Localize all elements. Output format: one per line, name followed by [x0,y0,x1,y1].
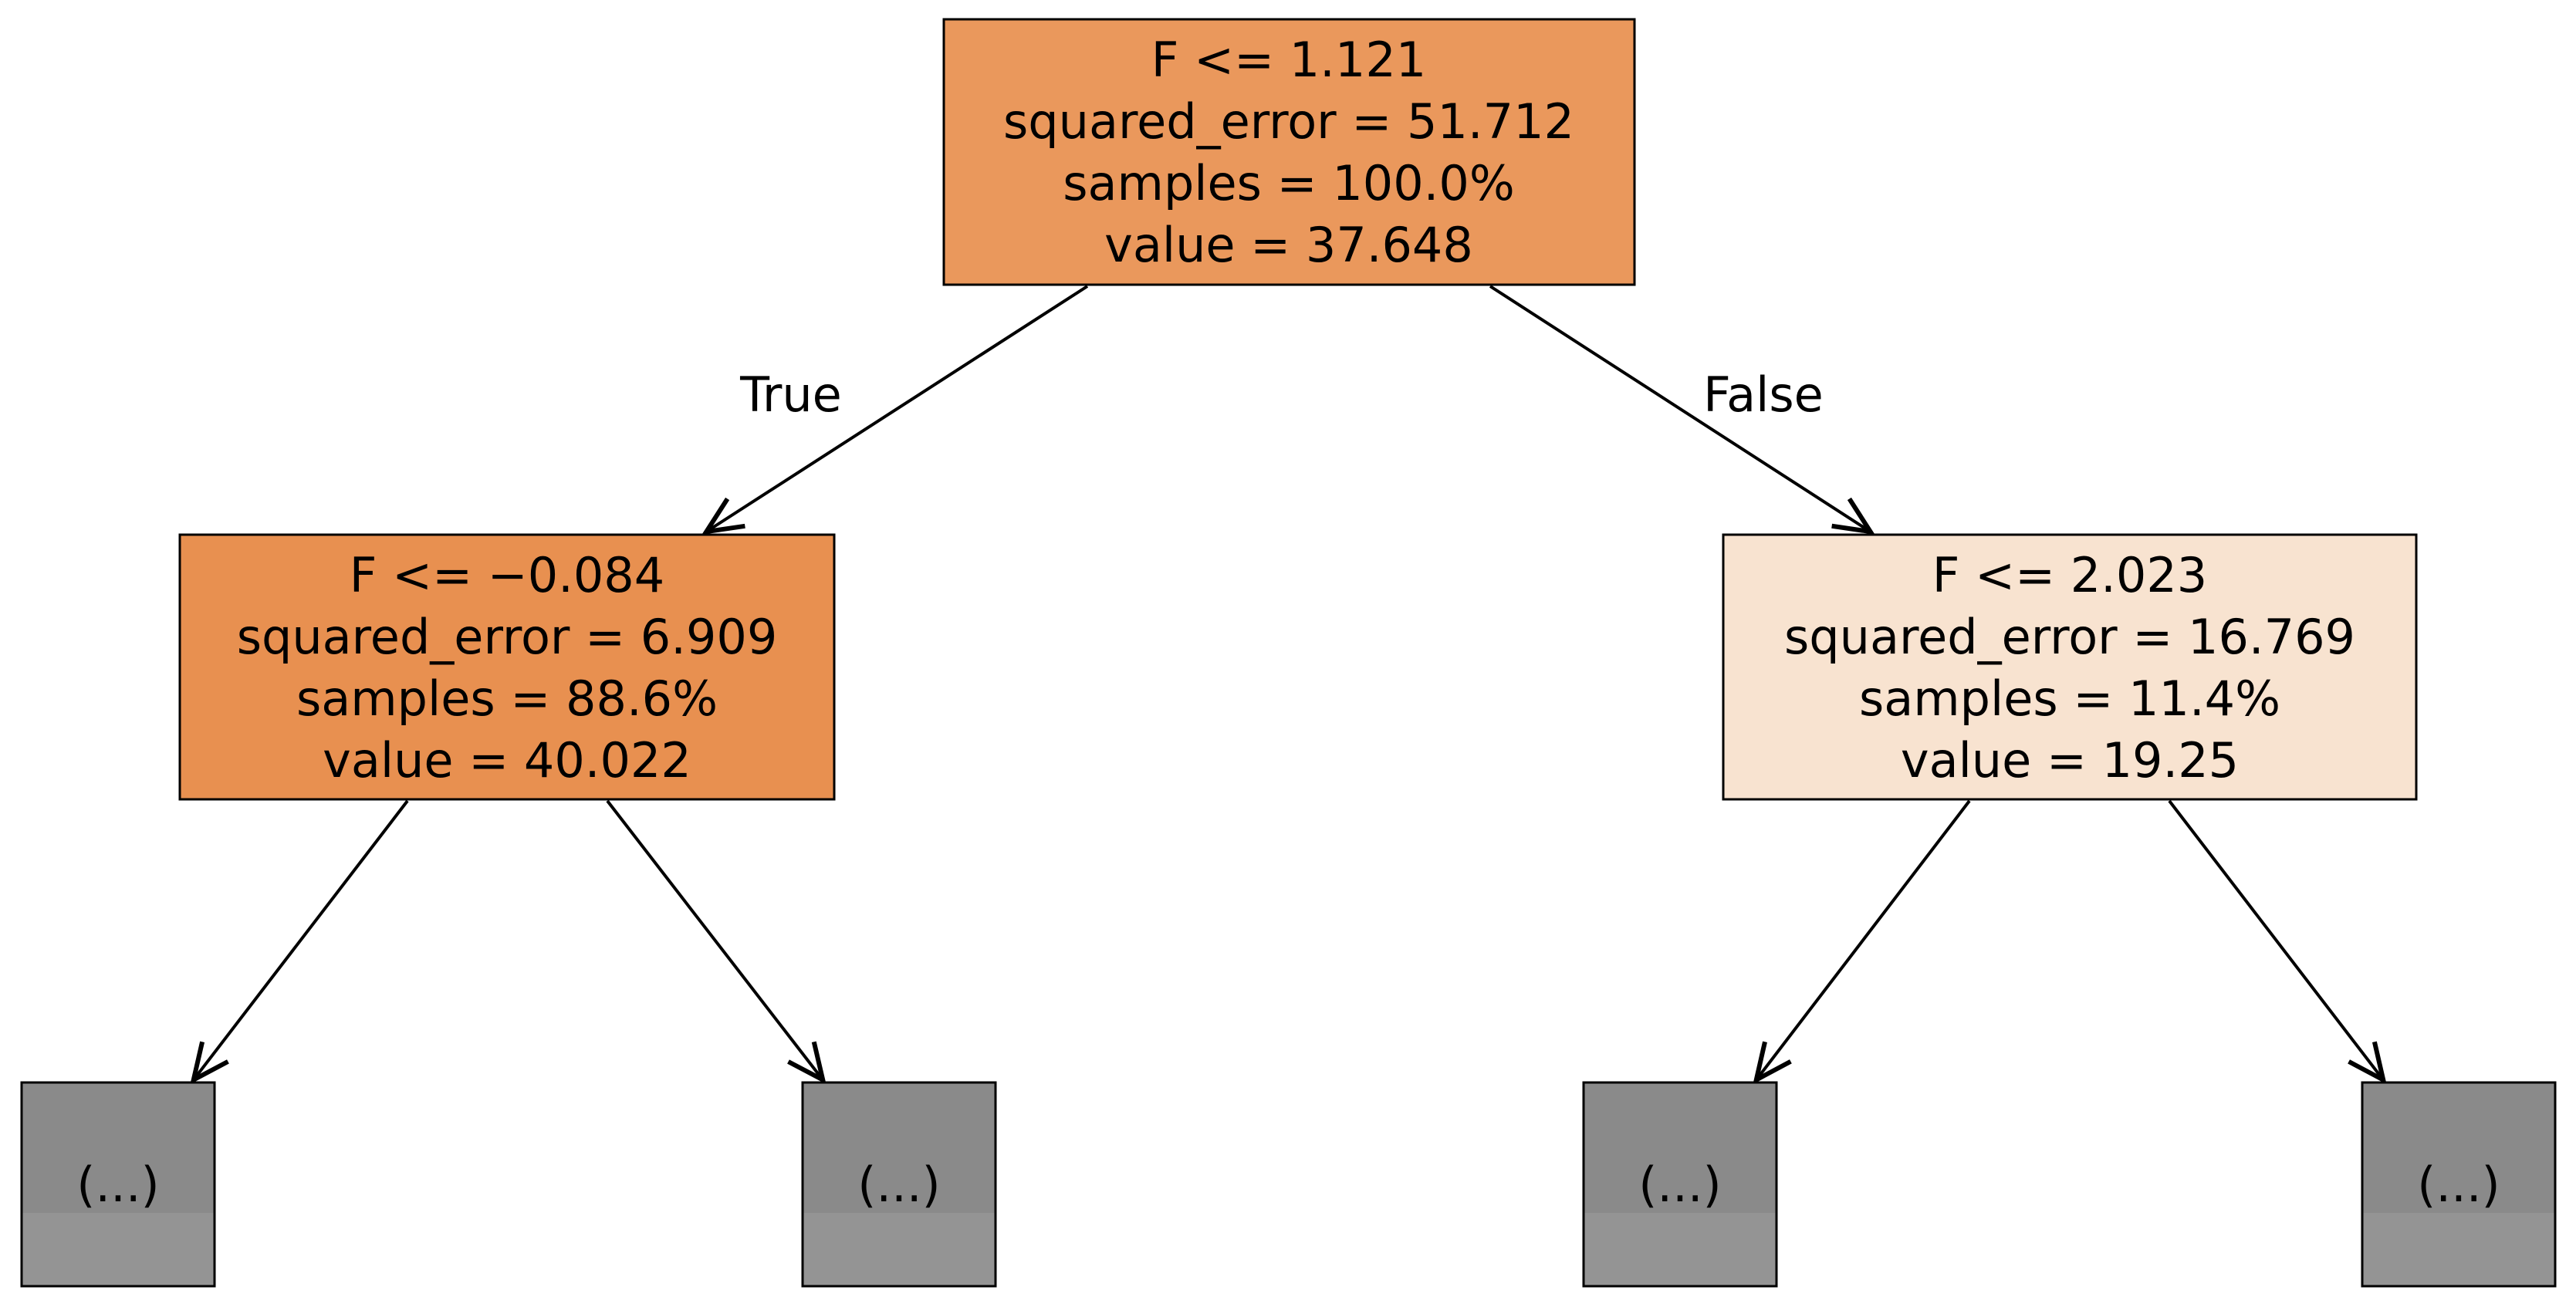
right-child-condition: F <= 2.023 [1932,547,2207,603]
right-child-node-box [1722,533,2418,801]
root-node-samples: samples = 100.0% [1063,155,1515,211]
leaf-node-4-label: (...) [2417,1157,2500,1213]
right-child-samples: samples = 11.4% [1859,670,2280,727]
leaf-node-1-box [20,1081,216,1288]
edge-root-to-left-arrow [708,285,1089,531]
leaf-node-1-label: (...) [76,1157,160,1213]
edge-left-to-leaf1-arrow [194,799,409,1079]
leaf-node-2-box [801,1081,997,1288]
root-node-condition: F <= 1.121 [1151,32,1426,88]
root-node-value: value = 37.648 [1104,217,1473,273]
leaf-node-2-label: (...) [857,1157,941,1213]
edge-left-to-leaf2-arrow [606,799,822,1079]
right-child-value: value = 19.25 [1901,732,2239,789]
tree-edges [194,285,2382,1079]
root-node-squared-error: squared_error = 51.712 [1003,93,1574,150]
edge-root-to-right-arrow [1489,285,1869,531]
edge-labels: True False [739,366,1824,423]
edge-label-true: True [739,366,842,423]
left-child-squared-error: squared_error = 6.909 [237,609,778,665]
leaf-node-3: (...) [1582,1081,1778,1288]
edge-right-to-leaf3-arrow [1757,799,1971,1079]
right-child-squared-error: squared_error = 16.769 [1784,609,2355,665]
right-child-node: F <= 2.023 squared_error = 16.769 sample… [1722,533,2418,801]
leaf-node-1: (...) [20,1081,216,1288]
left-child-condition: F <= −0.084 [350,547,664,603]
leaf-node-2: (...) [801,1081,997,1288]
left-child-value: value = 40.022 [323,732,691,789]
leaf-node-3-label: (...) [1638,1157,1722,1213]
leaf-node-3-box [1582,1081,1778,1288]
left-child-node: F <= −0.084 squared_error = 6.909 sample… [178,533,836,801]
edge-label-false: False [1703,366,1824,423]
root-node-box [942,18,1636,286]
left-child-node-box [178,533,836,801]
edge-right-to-leaf4-arrow [2168,799,2382,1079]
leaf-node-4: (...) [2361,1081,2557,1288]
root-node: F <= 1.121 squared_error = 51.712 sample… [942,18,1636,286]
leaf-node-4-box [2361,1081,2557,1288]
left-child-samples: samples = 88.6% [296,670,718,727]
